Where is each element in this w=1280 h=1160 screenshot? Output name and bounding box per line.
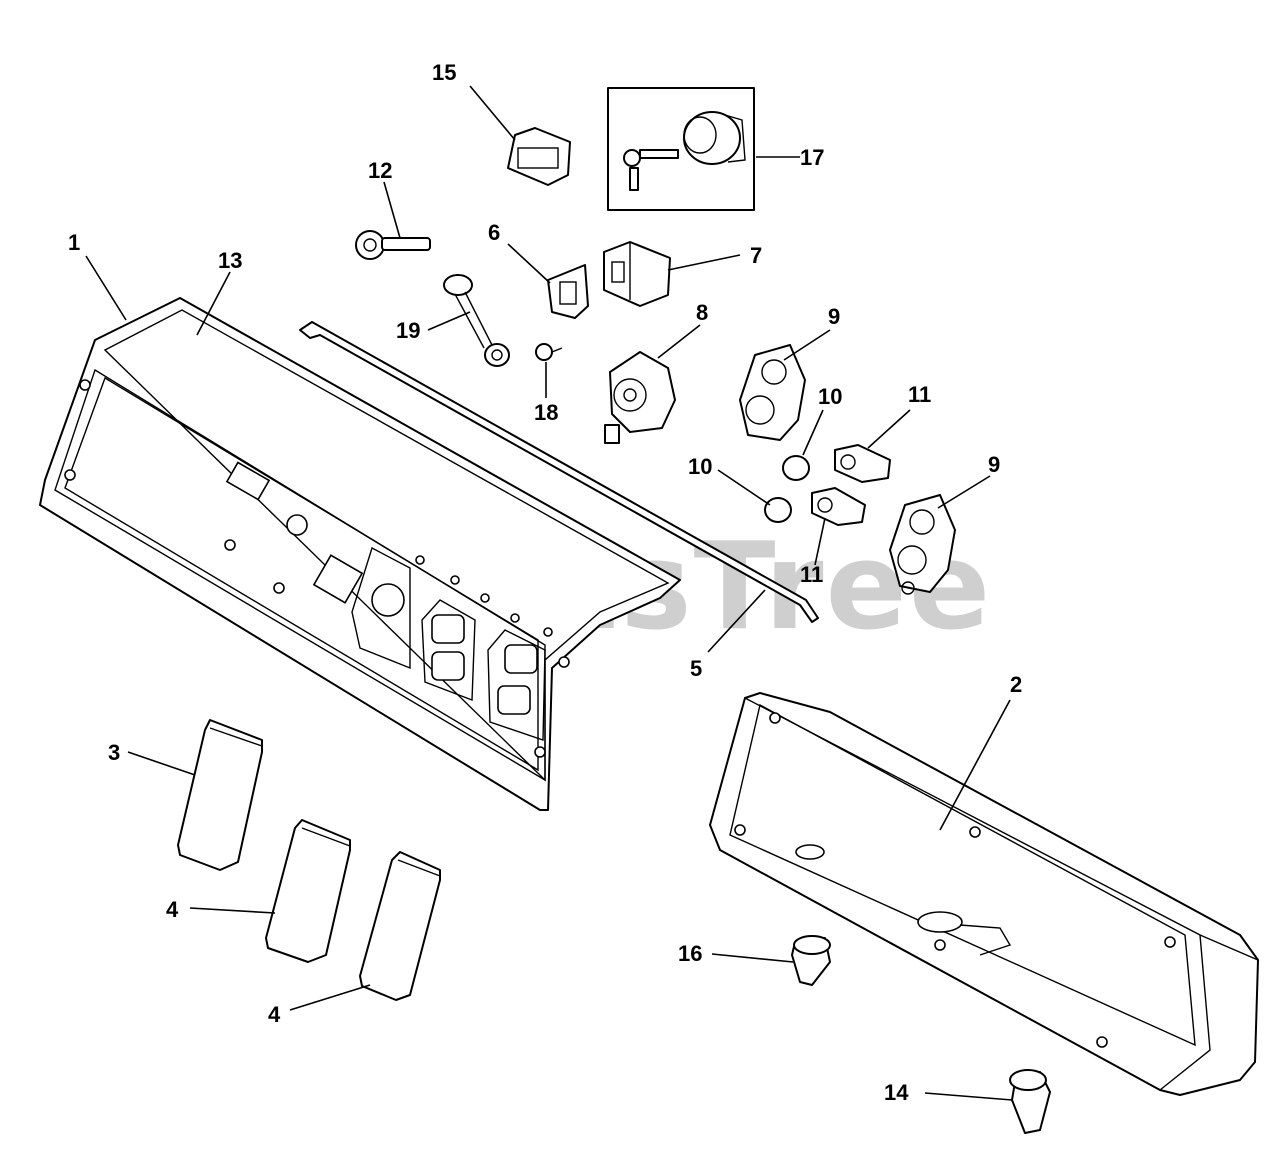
callout-7: 7 bbox=[750, 243, 762, 268]
control-panel-part[interactable] bbox=[39, 297, 681, 811]
tether-plug-19-part[interactable] bbox=[443, 274, 510, 367]
callout-18: 18 bbox=[534, 400, 558, 425]
callout-19: 19 bbox=[396, 318, 420, 343]
rear-panel-box-part[interactable] bbox=[709, 692, 1259, 1096]
callout-17: 17 bbox=[800, 145, 824, 170]
callout-9a: 9 bbox=[828, 304, 840, 329]
ignition-switch-17-part[interactable] bbox=[607, 87, 755, 211]
callout-8: 8 bbox=[696, 300, 708, 325]
knob-10a-part[interactable] bbox=[782, 455, 810, 481]
callout-15: 15 bbox=[432, 60, 456, 85]
callout-9b: 9 bbox=[988, 452, 1000, 477]
breaker-11a-part[interactable] bbox=[834, 444, 891, 483]
breaker-11b-part[interactable] bbox=[811, 487, 866, 526]
decal-4b-part[interactable] bbox=[359, 851, 441, 1001]
bolt-12-part[interactable] bbox=[355, 230, 431, 260]
receptacle-9a-part[interactable] bbox=[739, 344, 806, 441]
callout-4a: 4 bbox=[166, 897, 179, 922]
callout-11b: 11 bbox=[800, 562, 823, 587]
screw-18-part[interactable] bbox=[535, 343, 563, 361]
callout-5: 5 bbox=[690, 656, 702, 681]
receptacle-9b-part[interactable] bbox=[889, 494, 956, 595]
switch-6-part[interactable] bbox=[547, 264, 589, 319]
decal-4a-part[interactable] bbox=[265, 819, 351, 963]
leader-lines bbox=[85, 85, 1013, 1101]
callout-11a: 11 bbox=[908, 382, 931, 407]
callout-2: 2 bbox=[1010, 672, 1022, 697]
callout-13: 13 bbox=[218, 248, 242, 273]
knob-10b-part[interactable] bbox=[764, 497, 792, 523]
callouts: 1 2 3 4 4 5 6 7 8 9 9 10 10 11 11 12 13 … bbox=[68, 60, 1022, 1105]
callout-4b: 4 bbox=[268, 1002, 281, 1027]
plug-14-part[interactable] bbox=[1009, 1069, 1051, 1134]
hour-meter-15-part[interactable] bbox=[507, 127, 571, 186]
callout-12: 12 bbox=[368, 158, 392, 183]
callout-10a: 10 bbox=[818, 384, 842, 409]
callout-3: 3 bbox=[108, 740, 120, 765]
callout-16: 16 bbox=[678, 941, 702, 966]
trim-strip-part[interactable] bbox=[299, 321, 819, 623]
callout-14: 14 bbox=[884, 1080, 909, 1105]
callout-6: 6 bbox=[488, 220, 500, 245]
callout-10b: 10 bbox=[688, 454, 712, 479]
plug-16-part[interactable] bbox=[791, 935, 831, 986]
callout-1: 1 bbox=[68, 230, 80, 255]
decal-3-part[interactable] bbox=[177, 719, 263, 871]
receptacle-8-part[interactable] bbox=[604, 351, 676, 444]
switch-7-part[interactable] bbox=[603, 241, 671, 307]
